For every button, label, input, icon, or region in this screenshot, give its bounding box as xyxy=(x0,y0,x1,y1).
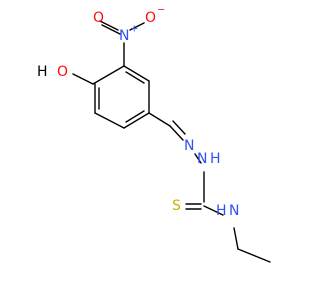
benzene-ring xyxy=(92,65,150,129)
nitro-n-label: N xyxy=(119,28,129,44)
hydrazine-h-label: H xyxy=(210,151,221,167)
c-oh-bond xyxy=(72,73,94,85)
nitro-group-bonds xyxy=(99,20,145,67)
nitro-o-double-label: O xyxy=(93,10,104,26)
hydroxyl-o-label: O xyxy=(57,64,68,80)
hydrazine-n-label: N xyxy=(197,151,207,167)
amide-h-label: H xyxy=(216,203,227,219)
nitro-n-charge: + xyxy=(130,24,138,35)
side-chain-bonds xyxy=(148,112,271,263)
nitro-o-charge: − xyxy=(157,5,165,16)
hydroxyl-h-label: H xyxy=(37,64,48,80)
imine-n-label: N xyxy=(184,138,194,154)
amide-n-label: N xyxy=(229,203,239,219)
thione-s-label: S xyxy=(172,198,181,214)
structure-diagram: H O N + O O − N N H S H N xyxy=(37,5,271,263)
nitro-o-single-label: O xyxy=(145,10,156,26)
